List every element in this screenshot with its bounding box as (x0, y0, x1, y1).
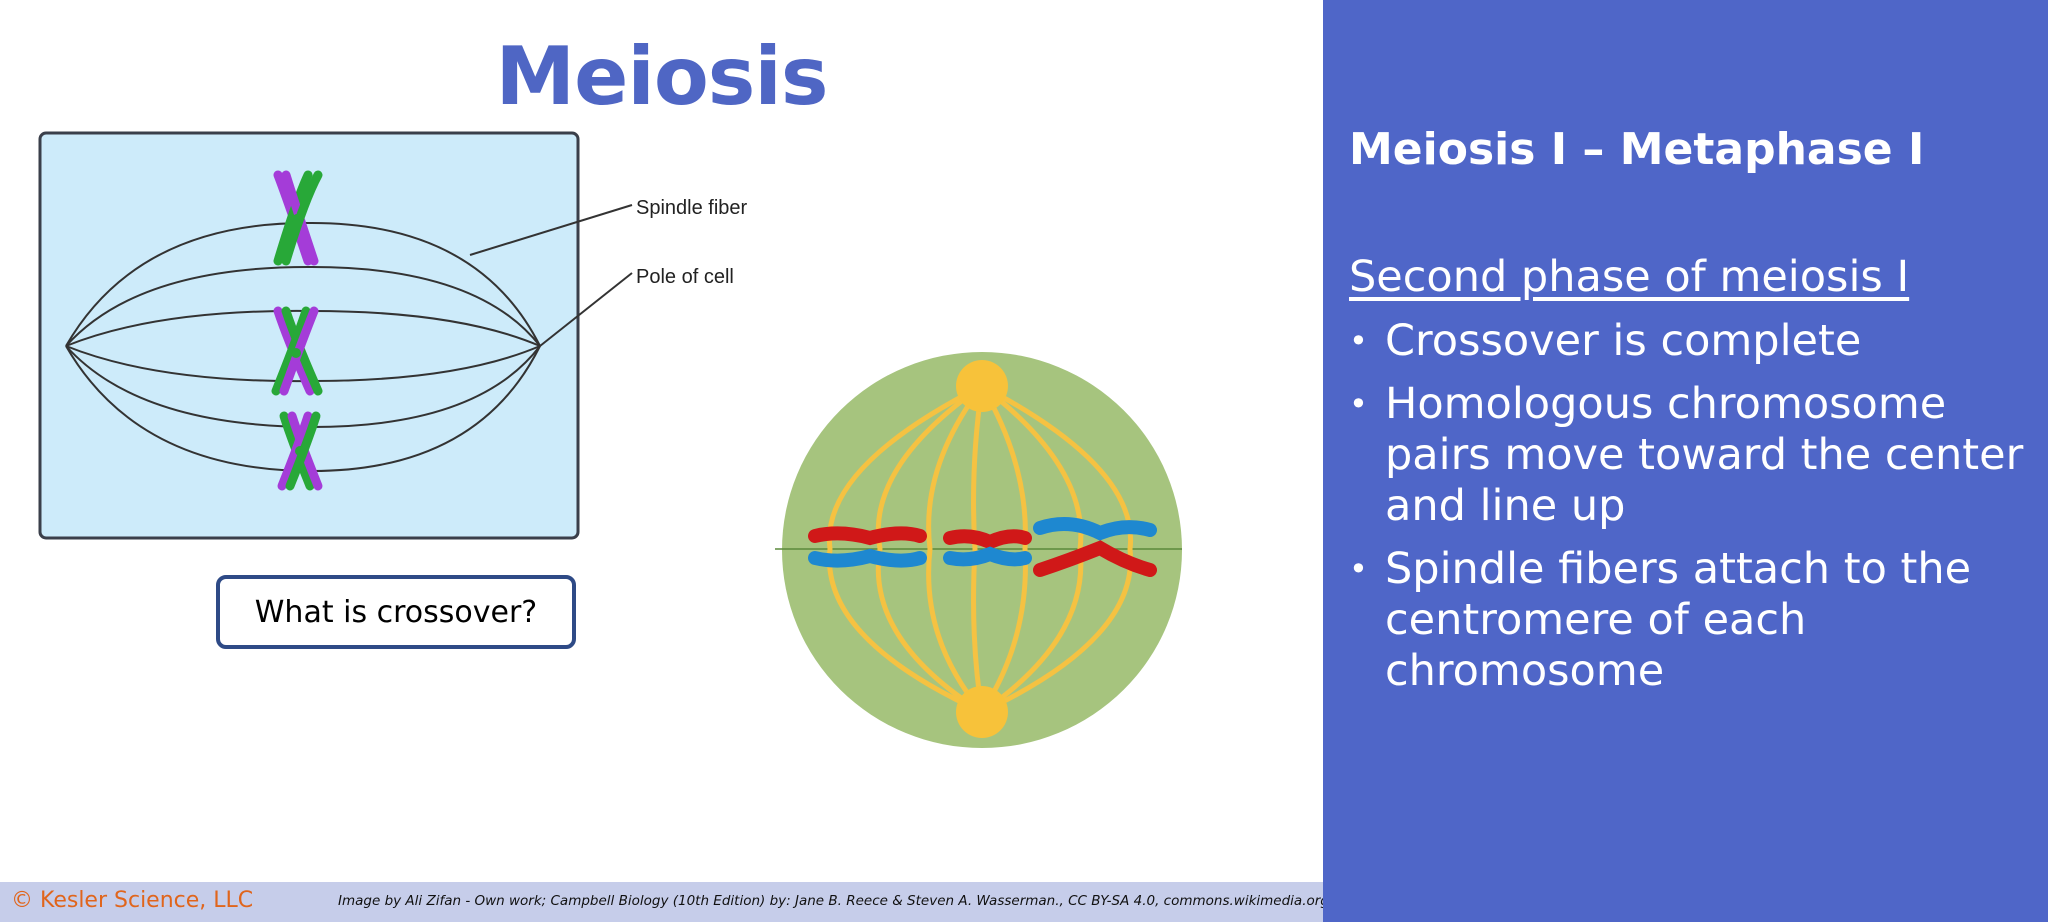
copyright-text: © Kesler Science, LLC (11, 888, 254, 913)
bullet-icon: • (1349, 385, 1368, 423)
bullet-icon: • (1349, 550, 1368, 588)
info-panel: Meiosis I – Metaphase I Second phase of … (1323, 0, 2048, 922)
bullet-list: •Crossover is complete •Homologous chrom… (1349, 316, 2029, 709)
slide-footer: © Kesler Science, LLC Image by Ali Zifan… (0, 882, 1334, 922)
bullet-icon: • (1349, 322, 1368, 360)
list-item: •Crossover is complete (1349, 316, 1862, 366)
crossover-question-button[interactable]: What is crossover? (216, 575, 576, 649)
image-credit: Image by Ali Zifan - Own work; Campbell … (338, 893, 1334, 909)
pole-of-cell-label: Pole of cell (636, 266, 734, 288)
metaphase-diagram-cell (775, 352, 1182, 748)
spindle-fiber-label: Spindle fiber (636, 197, 748, 219)
metaphase-diagram-spindle: Spindle fiber Pole of cell (38, 131, 748, 540)
list-item: •Homologous chromosome pairs move toward… (1349, 379, 2024, 531)
slide-left-area: Meiosis Spindle fiber Pole of cell (0, 30, 1334, 922)
list-item: •Spindle fibers attach to the centromere… (1349, 544, 1972, 696)
slide-title: Meiosis (495, 30, 829, 123)
panel-subheading: Second phase of meiosis I (1349, 252, 1910, 302)
panel-title: Meiosis I – Metaphase I (1349, 124, 1925, 175)
